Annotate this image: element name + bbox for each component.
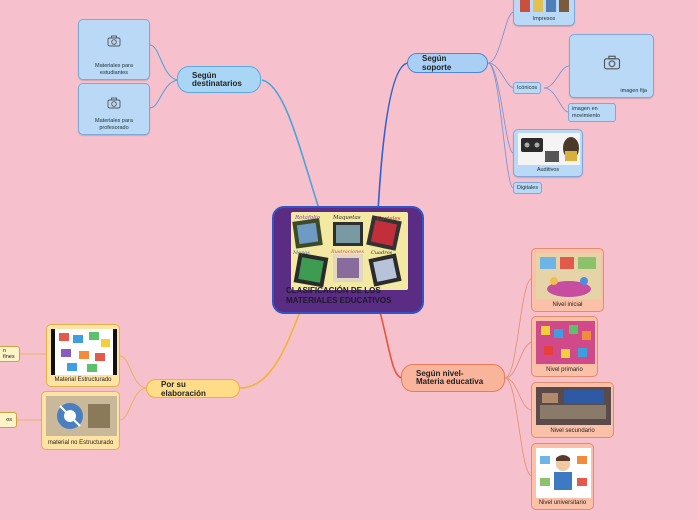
card-label: Nivel primario (546, 367, 583, 373)
card-imagen-movimiento[interactable]: imagen en movimiento (568, 103, 616, 122)
topic-destinatarios[interactable]: Según destinatarios (177, 66, 261, 93)
card-digitales[interactable]: Digitales (513, 182, 543, 194)
card-label: imagen fija (620, 87, 647, 94)
collage-label: Ilustraciones (330, 249, 364, 255)
camera-icon (107, 97, 121, 109)
collage-label: Carteles (377, 216, 401, 222)
central-collage-image: Rotafolio Maquetas Carteles Mapas Ilustr… (291, 212, 408, 290)
card-label: imagen en movimiento (572, 106, 601, 119)
card-iconicos[interactable]: Icónicos (513, 82, 542, 94)
card-label: Impresos (532, 15, 556, 22)
card-nivel-inicial[interactable]: Nivel inicial (531, 248, 604, 312)
collage-label: Cuadros (371, 250, 393, 256)
card-label: Materiales para profesorado (95, 118, 133, 131)
collage-label: Mapas (292, 250, 310, 256)
nivel-primario-image (536, 321, 595, 364)
card-nivel-universitario[interactable]: Nivel universitario (531, 443, 594, 510)
card-label: material no Estructurado (47, 440, 114, 446)
card-material-estructurado[interactable]: Material Estructurado (46, 324, 120, 387)
camera-icon (603, 55, 620, 70)
card-materiales-profesorado[interactable]: Materiales para profesorado (78, 83, 150, 135)
card-materiales-estudiantes[interactable]: Materiales para estudiantes (78, 19, 150, 80)
central-topic[interactable]: Rotafolio Maquetas Carteles Mapas Ilustr… (272, 206, 424, 314)
nivel-universitario-image (536, 448, 591, 498)
nivel-inicial-image (536, 253, 601, 299)
card-auditivos[interactable]: Auditivos (513, 129, 583, 177)
card-label: Nivel secundario (550, 428, 595, 434)
card-label: Materiales para estudiantes (95, 63, 133, 76)
camera-icon (107, 35, 121, 47)
material-no-estructurado-image (46, 396, 117, 436)
cut-node-os[interactable]: os (0, 412, 17, 428)
card-label: Auditivos (536, 166, 560, 173)
topic-destinatarios-label: Según destinatarios (192, 70, 242, 88)
auditivos-image (518, 133, 580, 165)
card-label: Nivel inicial (552, 302, 583, 308)
topic-nivel[interactable]: Según nivel- Materia educativa (401, 364, 505, 392)
card-impresos[interactable]: Impresos (513, 0, 575, 26)
collage-graphic: Rotafolio Maquetas Carteles Mapas Ilustr… (292, 215, 402, 288)
cut-node-label: n fines (3, 348, 15, 360)
central-title: CLASIFICACIÓN DE LOS MATERIALES EDUCATIV… (286, 286, 392, 305)
card-label: Nivel universitario (538, 500, 587, 506)
card-label: Material Estructurado (54, 377, 112, 383)
topic-soporte-label: Según soporte (422, 54, 452, 72)
material-estructurado-image (51, 329, 117, 375)
cut-node-label: os (6, 417, 12, 423)
card-label: Digitales (517, 185, 539, 191)
topic-elaboracion[interactable]: Por su elaboración (146, 379, 240, 398)
card-nivel-primario[interactable]: Nivel primario (531, 316, 598, 377)
cut-node-fines[interactable]: n fines (0, 346, 20, 362)
topic-nivel-label: Según nivel- Materia educativa (416, 369, 484, 386)
card-label: Icónicos (517, 85, 538, 91)
topic-soporte[interactable]: Según soporte (407, 53, 488, 73)
collage-label: Rotafolio (294, 215, 321, 221)
card-material-no-estructurado[interactable]: material no Estructurado (41, 391, 120, 450)
card-imagen-fija[interactable]: imagen fija (569, 34, 654, 98)
nivel-secundario-image (536, 387, 611, 425)
card-nivel-secundario[interactable]: Nivel secundario (531, 382, 614, 438)
topic-elaboracion-label: Por su elaboración (161, 379, 206, 398)
collage-label: Maquetas (332, 215, 361, 221)
impresos-image (520, 0, 569, 12)
